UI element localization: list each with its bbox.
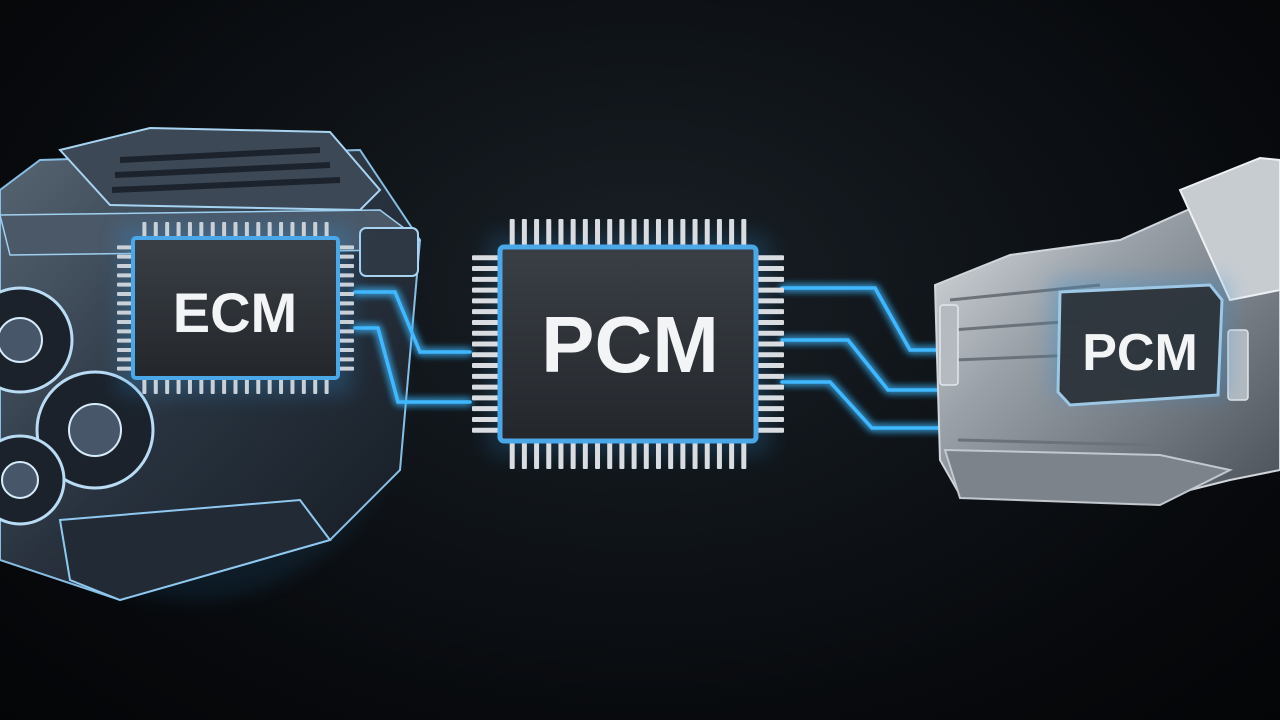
wire-ecm-pcm-top (353, 290, 472, 354)
pcm-chip-pins (472, 219, 784, 469)
wire-ecm-pcm-bottom (353, 326, 472, 404)
transmission-pcm-module: PCM (1050, 278, 1230, 407)
pcm-chip: PCM (472, 219, 784, 469)
ecm-label: ECM (173, 281, 297, 344)
transmission-pcm-label: PCM (1082, 324, 1198, 382)
ecm-chip: ECM (117, 222, 354, 395)
pcm-label: PCM (541, 300, 719, 389)
ecm-chip-pins (117, 222, 354, 394)
